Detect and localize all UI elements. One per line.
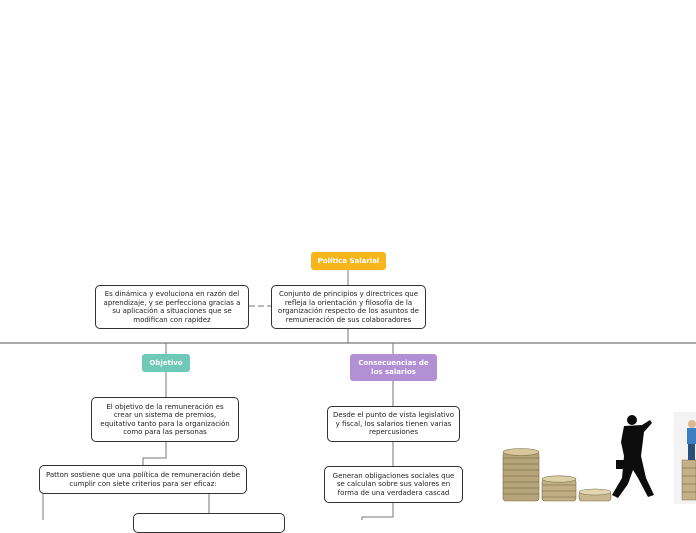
- topic-consecuencias[interactable]: Consecuencias de los salarios: [350, 354, 437, 381]
- topic-consecuencias-label: Consecuencias de los salarios: [358, 359, 429, 376]
- connector-lines: [0, 270, 696, 520]
- objetivo-text-node[interactable]: El objetivo de la remuneración es crear …: [91, 397, 239, 442]
- objetivo-text: El objetivo de la remuneración es crear …: [100, 402, 230, 437]
- coin-stacks-image: [502, 415, 654, 502]
- patton-text: Patton sostiene que una política de remu…: [45, 471, 241, 488]
- topic-objetivo[interactable]: Objetivo: [142, 354, 190, 372]
- consecuencias-text2-node[interactable]: Generan obligaciones sociales que se cal…: [324, 466, 463, 503]
- root-topic-politica-salarial[interactable]: Política Salarial: [311, 252, 386, 270]
- figure-on-coins-image: [674, 412, 696, 504]
- consecuencias-text2: Generan obligaciones sociales que se cal…: [332, 471, 455, 497]
- definition-node[interactable]: Conjunto de principios y directrices que…: [271, 285, 426, 329]
- dynamic-note-node[interactable]: Es dinámica y evoluciona en razón del ap…: [95, 285, 249, 329]
- criteria-node-partial[interactable]: [133, 513, 285, 533]
- patton-node[interactable]: Patton sostiene que una política de remu…: [39, 465, 247, 494]
- consecuencias-text1: Desde el punto de vista legislativo y fi…: [333, 411, 454, 437]
- root-topic-label: Política Salarial: [317, 256, 380, 265]
- topic-objetivo-label: Objetivo: [149, 358, 183, 367]
- dynamic-note-text: Es dinámica y evoluciona en razón del ap…: [103, 290, 241, 324]
- definition-text: Conjunto de principios y directrices que…: [278, 290, 419, 324]
- consecuencias-text1-node[interactable]: Desde el punto de vista legislativo y fi…: [327, 406, 460, 442]
